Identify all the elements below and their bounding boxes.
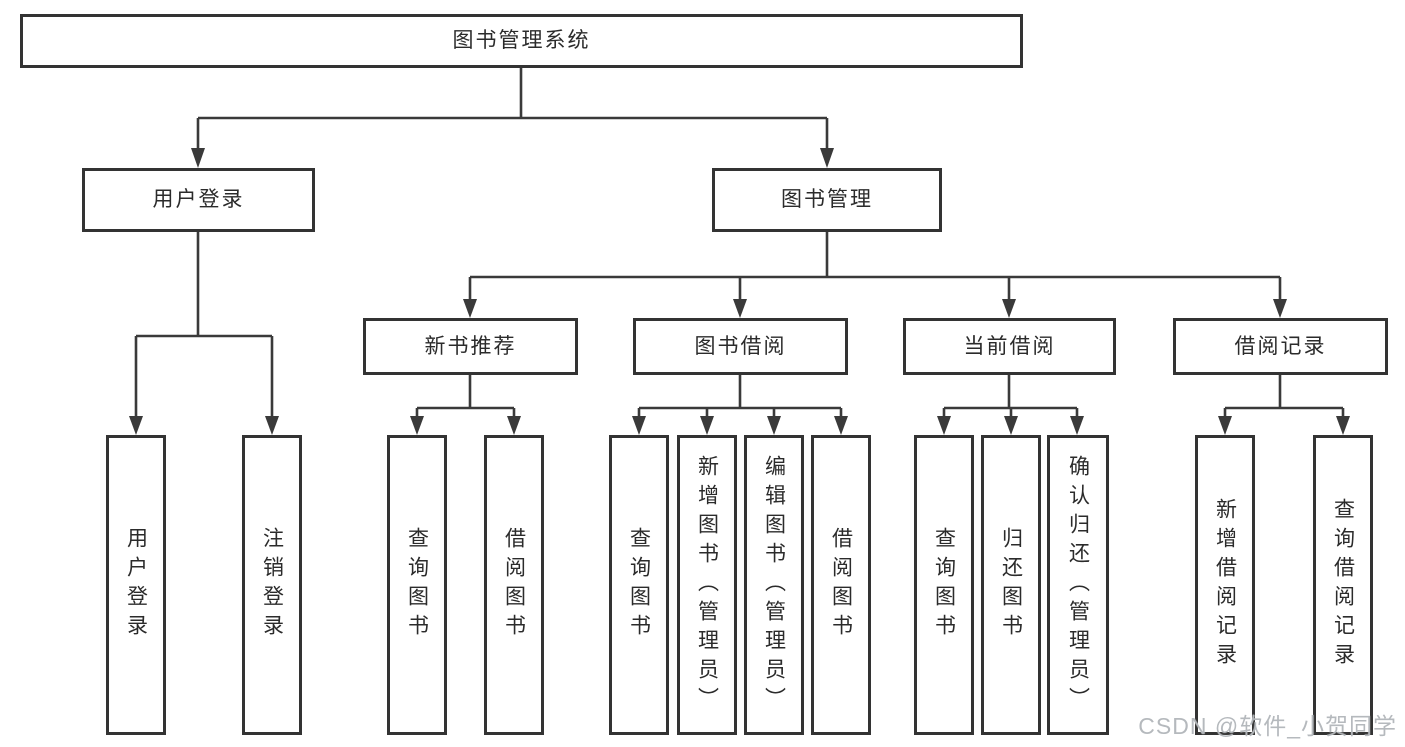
node-current-borrow: 当前借阅 [903,318,1116,375]
leaf-logout: 注销登录 [242,435,302,735]
leaf-borrow-book-recommend: 借阅图书 [484,435,544,735]
leaf-add-borrow-record: 新增借阅记录 [1195,435,1255,735]
node-book-borrow: 图书借阅 [633,318,848,375]
leaf-query-borrow-record: 查询借阅记录 [1313,435,1373,735]
leaf-query-book-recommend: 查询图书 [387,435,447,735]
leaf-confirm-return-admin: 确认归还（管理员） [1047,435,1109,735]
leaf-edit-book-admin: 编辑图书（管理员） [744,435,804,735]
leaf-user-login: 用户登录 [106,435,166,735]
leaf-query-book-current: 查询图书 [914,435,974,735]
leaf-borrow-book: 借阅图书 [811,435,871,735]
node-new-book-recommend: 新书推荐 [363,318,578,375]
node-book-management-branch: 图书管理 [712,168,942,232]
leaf-query-book-borrow: 查询图书 [609,435,669,735]
node-user-login-branch: 用户登录 [82,168,315,232]
leaf-add-book-admin: 新增图书（管理员） [677,435,737,735]
node-root-system: 图书管理系统 [20,14,1023,68]
arrowheads [129,148,1350,435]
node-borrow-records: 借阅记录 [1173,318,1388,375]
leaf-return-book: 归还图书 [981,435,1041,735]
csdn-watermark: CSDN @软件_小贺同学 [1138,713,1397,739]
